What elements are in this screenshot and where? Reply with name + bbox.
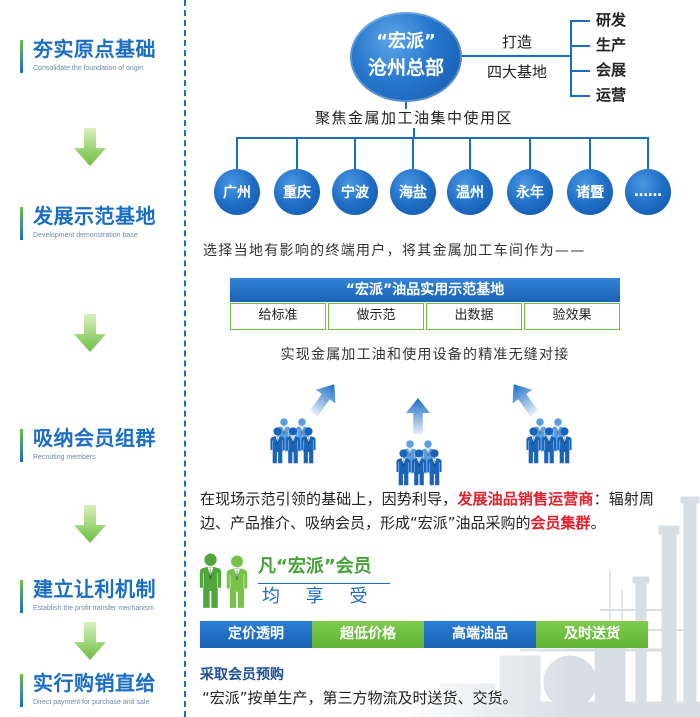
focus-area-title: 聚焦金属加工油集中使用区: [314, 109, 513, 127]
headquarters-node: “宏派” 沧州总部: [350, 12, 462, 102]
stage-recruiting-members: 吸纳会员组群 Recruiting members: [20, 427, 180, 467]
people-group-icon: [396, 440, 442, 486]
city-node-ningbo: 宁波: [332, 169, 378, 215]
arrow-down-icon: [74, 128, 106, 166]
city-node-yongnian: 永年: [507, 169, 553, 215]
stage-accent-bar: [20, 40, 23, 73]
city-node-more: ……: [625, 169, 671, 215]
member-benefits-title: 凡“宏派”会员: [258, 556, 372, 577]
benefit-transparent-pricing: 定价透明: [200, 621, 312, 648]
city-node-zhuji: 诸暨: [567, 169, 613, 215]
base-rnd: 研发: [596, 11, 627, 29]
highlight-operator: 发展油品销售运营商: [457, 490, 594, 508]
demo-cell-demonstrate: 做示范: [328, 303, 424, 330]
stage-accent-bar: [20, 207, 23, 240]
stage-accent-bar: [20, 429, 23, 462]
stage-title: 建立让利机制: [33, 577, 156, 601]
stage-subtitle: Consolidate the foundation of origin: [33, 65, 144, 72]
bracket-tick: [570, 20, 590, 22]
stage-title: 实行购销直给: [33, 671, 156, 695]
city-drop-line: [529, 137, 531, 169]
arrow-up-icon: [504, 377, 544, 420]
city-node-haiyan: 海盐: [390, 169, 436, 215]
arrow-up-icon: [406, 398, 430, 434]
demo-result-text: 实现金属加工油和使用设备的精准无缝对接: [280, 347, 570, 363]
direct-supply-text: “宏派”按单生产，第三方物流及时送货、交货。: [202, 689, 518, 707]
demo-cell-standard: 给标准: [230, 303, 326, 330]
headquarters-name: 沧州总部: [367, 57, 444, 79]
paragraph-text: 在现场示范引领的基础上，因势利导，: [200, 490, 458, 508]
hq-verb-label: 打造: [502, 33, 533, 51]
demo-cell-data: 出数据: [426, 303, 522, 330]
arrow-down-icon: [74, 505, 106, 543]
demo-intro-text: 选择当地有影响的终端用户，将其金属加工车间作为——: [203, 243, 586, 259]
focus-down-connector: [413, 128, 415, 138]
hq-down-connector: [405, 102, 407, 109]
city-drop-line: [412, 137, 414, 169]
stage-accent-bar: [20, 674, 23, 707]
stage-subtitle: Establish the profit transfer mechanism: [33, 605, 154, 612]
hq-connector-line: [462, 55, 570, 57]
people-group-icon: [270, 418, 316, 464]
bracket-tick: [570, 45, 590, 47]
stage-profit-mechanism: 建立让利机制 Establish the profit transfer mec…: [20, 578, 180, 618]
stage-subtitle: Development demonstration base: [33, 232, 138, 239]
city-drop-line: [647, 137, 649, 169]
benefit-premium-oil: 高端油品: [424, 621, 536, 648]
city-drop-line: [296, 137, 298, 169]
member-benefits-subtitle: 均 享 受: [262, 586, 378, 607]
city-node-wenzhou: 温州: [447, 169, 493, 215]
people-group-icon: [526, 418, 572, 464]
brand-name: “宏派”: [376, 31, 436, 52]
stage-demonstration-base: 发展示范基地 Development demonstration base: [20, 205, 180, 245]
base-production: 生产: [596, 36, 627, 54]
stage-subtitle: Direct payment for purchase and sale: [33, 699, 150, 706]
city-drop-line: [354, 137, 356, 169]
member-people-icon: [199, 553, 248, 609]
stage-title: 夯实原点基础: [33, 37, 156, 61]
timeline-divider: [184, 0, 186, 717]
paragraph-text: 。: [590, 514, 606, 532]
industrial-plant-background: [400, 496, 700, 717]
plant-silhouette: [400, 496, 700, 717]
arrow-down-icon: [74, 314, 106, 352]
member-title-underline: [258, 583, 390, 584]
city-branch-line: [237, 137, 648, 139]
paragraph-text: ：辐射周边、产品推介、吸纳会员，形成“宏派”油品采购的: [200, 490, 654, 532]
city-drop-line: [589, 137, 591, 169]
operator-paragraph: 在现场示范引领的基础上，因势利导，发展油品销售运营商：辐射周边、产品推介、吸纳会…: [200, 487, 654, 535]
stage-direct-supply: 实行购销直给 Direct payment for purchase and s…: [20, 672, 180, 712]
stage-accent-bar: [20, 580, 23, 613]
benefit-low-price: 超低价格: [312, 621, 424, 648]
city-node-chongqing: 重庆: [274, 169, 320, 215]
bases-bracket: [570, 20, 572, 96]
direct-supply-title: 采取会员预购: [200, 667, 284, 683]
base-exhibition: 会展: [596, 61, 627, 79]
arrow-up-icon: [304, 377, 344, 420]
hq-object-label: 四大基地: [487, 63, 548, 81]
bracket-tick: [570, 70, 590, 72]
city-drop-line: [236, 137, 238, 169]
arrow-down-icon: [74, 622, 106, 660]
benefit-timely-delivery: 及时送货: [536, 621, 648, 648]
demo-base-header: “宏派”油品实用示范基地: [230, 278, 620, 302]
city-drop-line: [469, 137, 471, 169]
bracket-tick: [570, 95, 590, 97]
demo-cell-verify: 验效果: [524, 303, 620, 330]
stage-consolidate-foundation: 夯实原点基础 Consolidate the foundation of ori…: [20, 38, 180, 78]
highlight-member-cluster: 会员集群: [530, 514, 591, 532]
stage-title: 发展示范基地: [33, 204, 156, 228]
stage-title: 吸纳会员组群: [33, 426, 156, 450]
base-operation: 运营: [596, 86, 627, 104]
stage-subtitle: Recruiting members: [33, 454, 96, 461]
city-node-guangzhou: 广州: [214, 169, 260, 215]
